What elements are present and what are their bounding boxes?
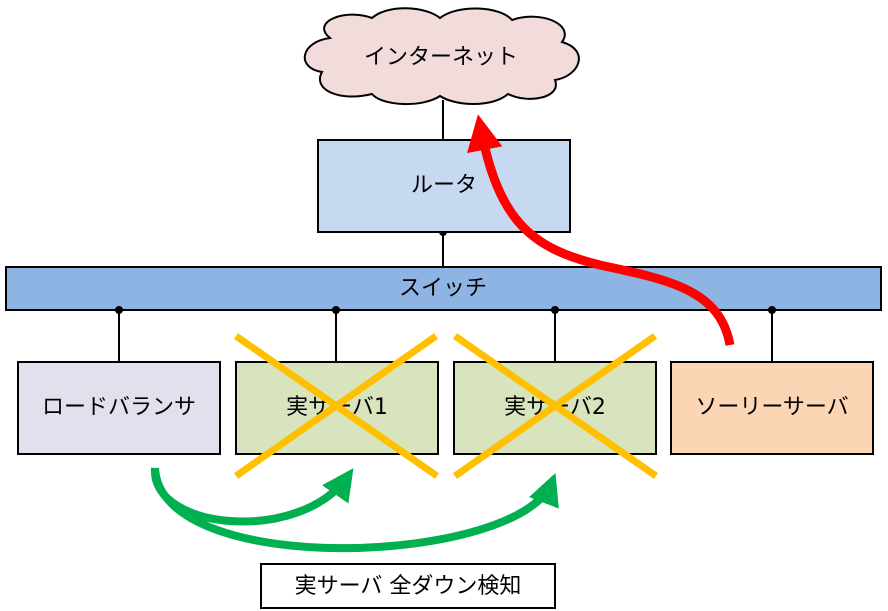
switch-port-dot-sorry: [768, 306, 776, 314]
switch-bar: スイッチ: [5, 266, 882, 311]
server-2-down-cross: [452, 333, 659, 479]
caption-box: 実サーバ 全ダウン検知: [260, 563, 556, 609]
cloud-shape: [303, 7, 580, 106]
sorry-server-label: ソーリーサーバ: [695, 395, 848, 420]
server-1-down-cross: [233, 333, 440, 479]
internet-cloud: インターネット: [303, 7, 580, 106]
sorry-server-box: ソーリーサーバ: [670, 361, 874, 455]
failover-arrow: [467, 114, 735, 346]
caption-label: 実サーバ 全ダウン検知: [295, 574, 522, 599]
router-label: ルータ: [411, 173, 477, 198]
switch-port-dot-server1: [332, 306, 340, 314]
router-box: ルータ: [317, 139, 571, 233]
internet-label: インターネット: [364, 45, 518, 70]
load-balancer-label: ロードバランサ: [42, 395, 196, 420]
switch-label: スイッチ: [399, 276, 487, 301]
detect-arrow-server-2: [151, 467, 559, 553]
switch-port-dot-server2: [551, 306, 559, 314]
switch-port-dot-lb: [115, 306, 123, 314]
load-balancer-box: ロードバランサ: [17, 361, 221, 455]
